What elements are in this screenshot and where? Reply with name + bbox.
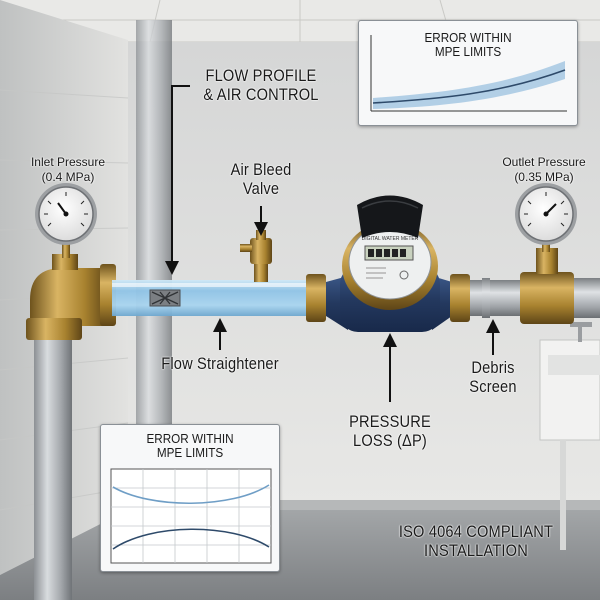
air-bleed-line1: Air Bleed — [230, 160, 292, 179]
compliance-label: ISO 4064 COMPLIANT INSTALLATION — [390, 522, 562, 560]
outlet-pressure-line2: (0.35 MPa) — [514, 170, 574, 184]
pressure-loss-line1: PRESSURE — [349, 412, 431, 431]
meter-inlet-coupling — [306, 274, 326, 322]
bottom-chart-grid — [111, 469, 271, 563]
bottom-chart-lower-curve — [112, 528, 270, 550]
water-meter: DIGITAL WATER METER — [326, 195, 452, 332]
top-error-chart — [370, 35, 567, 112]
debris-screen-label: Debris Screen — [460, 358, 525, 396]
clear-pipe-section — [112, 280, 312, 316]
callout-arrows — [165, 85, 500, 402]
air-bleed-valve-label: Air Bleed Valve — [222, 160, 299, 198]
outlet-tee — [520, 248, 600, 324]
inlet-pressure-gauge — [35, 183, 97, 258]
pressure-loss-line2: LOSS (ΔP) — [353, 431, 427, 450]
debris-screen-body — [470, 280, 522, 316]
pressure-loss-label: PRESSURE LOSS (ΔP) — [343, 412, 438, 450]
top-panel-title-line1: ERROR WITHIN — [424, 30, 512, 45]
top-panel-title: ERROR WITHIN MPE LIMITS — [370, 31, 566, 59]
inlet-pressure-label: Inlet Pressure (0.4 MPa) — [26, 155, 110, 185]
bottom-panel-title-line1: ERROR WITHIN — [146, 431, 234, 446]
utility-sink — [539, 322, 600, 550]
flow-profile-arrow — [165, 85, 190, 275]
flow-profile-line1: FLOW PROFILE — [205, 66, 317, 85]
screen-ring — [482, 278, 490, 318]
top-chart-band — [373, 61, 565, 109]
supply-riser-pipe — [34, 320, 72, 600]
flow-straightener-label: Flow Straightener — [161, 354, 279, 373]
flow-profile-label: FLOW PROFILE & AIR CONTROL — [197, 66, 326, 104]
compliance-line1: ISO 4064 COMPLIANT — [398, 522, 554, 541]
bottom-error-chart — [110, 468, 272, 564]
outlet-pressure-gauge — [515, 183, 577, 252]
debris-screen-line1: Debris — [471, 358, 515, 377]
bottom-panel-title-line2: MPE LIMITS — [156, 445, 224, 460]
air-bleed-line2: Valve — [242, 179, 280, 198]
inlet-pressure-line2: (0.4 MPa) — [41, 170, 95, 184]
bottom-panel-title: ERROR WITHIN MPE LIMITS — [110, 432, 270, 460]
bottom-chart-plot-area — [110, 468, 272, 564]
inlet-pressure-line1: Inlet Pressure — [30, 155, 106, 169]
debris-screen-line2: Screen — [469, 377, 517, 396]
svg-text:DIGITAL WATER METER: DIGITAL WATER METER — [362, 236, 419, 242]
top-error-panel: ERROR WITHIN MPE LIMITS — [358, 20, 578, 126]
flow-profile-line2: & AIR CONTROL — [203, 85, 319, 104]
outlet-pressure-label: Outlet Pressure (0.35 MPa) — [492, 155, 596, 185]
air-bleed-valve — [240, 230, 272, 282]
baseboard — [128, 500, 600, 510]
bottom-error-panel: ERROR WITHIN MPE LIMITS — [100, 424, 280, 572]
outlet-pressure-line1: Outlet Pressure — [502, 155, 586, 169]
bottom-chart-upper-curve — [112, 484, 270, 505]
top-chart-line — [372, 69, 566, 104]
top-panel-title-line2: MPE LIMITS — [434, 44, 502, 59]
meter-outlet-coupling — [450, 274, 470, 322]
compliance-line2: INSTALLATION — [424, 541, 528, 560]
